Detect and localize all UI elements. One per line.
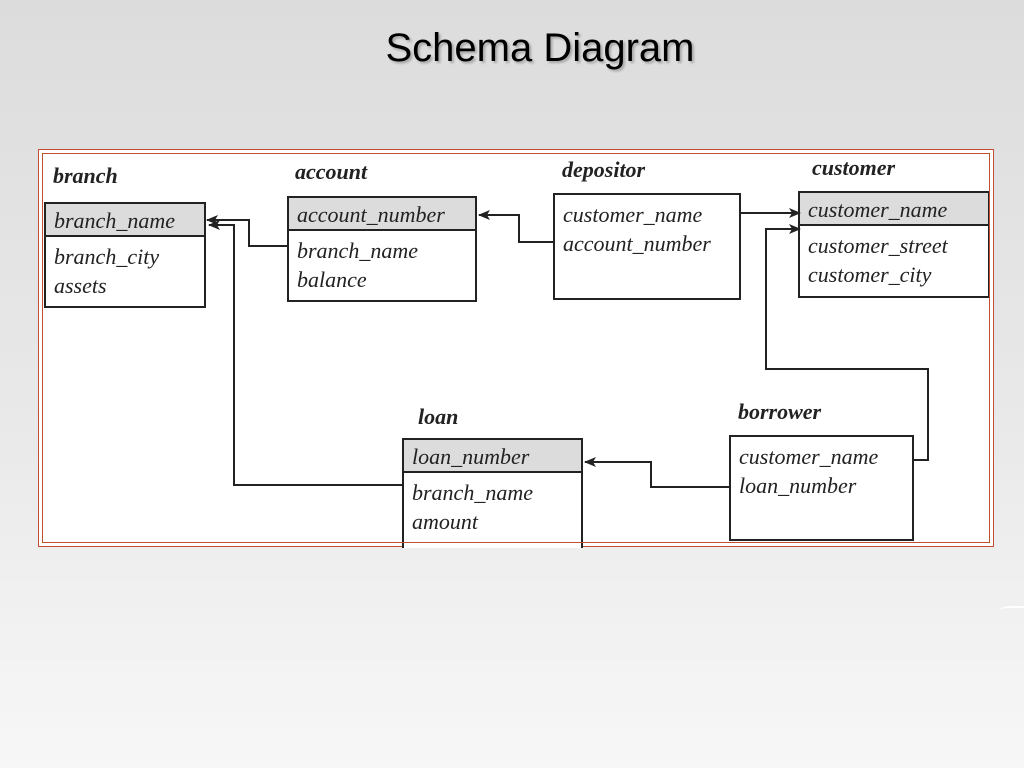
attribute-customer-street: customer_street — [808, 233, 948, 258]
schema-diagram-frame: branch branch_name branch_city assets ac… — [38, 149, 994, 548]
relation-title-borrower: borrower — [738, 399, 822, 424]
relation-box-customer: customer_name customer_street customer_c… — [798, 191, 990, 298]
attribute-account-branch-name: branch_name — [297, 238, 418, 263]
relation-box-loan: loan_number branch_name amount — [402, 438, 583, 548]
relation-title-account: account — [295, 159, 368, 184]
connector-borrower-to-loan — [584, 457, 729, 488]
relation-box-depositor: customer_name account_number — [553, 193, 741, 300]
relation-box-account: account_number branch_name balance — [287, 196, 477, 302]
attribute-assets: assets — [54, 273, 107, 298]
slide-title: Schema Diagram — [385, 26, 695, 70]
attribute-balance: balance — [297, 267, 367, 292]
foreign-key-connectors — [206, 208, 929, 488]
connector-loan-to-branch — [208, 220, 402, 486]
attribute-account-number-key: account_number — [289, 198, 475, 231]
attribute-borrower-loan-number: loan_number — [739, 473, 857, 498]
attribute-customer-city: customer_city — [808, 262, 932, 287]
attribute-borrower-customer-name: customer_name — [739, 444, 879, 469]
connector-depositor-to-account — [478, 210, 553, 243]
relation-box-branch: branch_name branch_city assets — [44, 202, 206, 308]
attribute-customer-name-key: customer_name — [800, 193, 988, 226]
attribute-branch-name-key: branch_name — [46, 204, 204, 237]
relation-title-loan: loan — [418, 404, 459, 429]
attribute-depositor-customer-name: customer_name — [563, 202, 703, 227]
attribute-depositor-account-number: account_number — [563, 231, 711, 256]
connector-account-to-branch — [206, 215, 287, 247]
relation-title-branch: branch — [53, 163, 118, 188]
slide-decoration — [1000, 606, 1024, 614]
relation-title-customer: customer — [812, 155, 896, 180]
connector-borrower-to-customer — [765, 224, 929, 461]
attribute-loan-branch-name: branch_name — [412, 480, 533, 505]
attribute-amount: amount — [412, 509, 478, 534]
relation-title-depositor: depositor — [562, 157, 646, 182]
attribute-loan-number-key: loan_number — [404, 440, 581, 473]
relation-box-borrower: customer_name loan_number — [729, 435, 914, 541]
attribute-branch-city: branch_city — [54, 244, 160, 269]
